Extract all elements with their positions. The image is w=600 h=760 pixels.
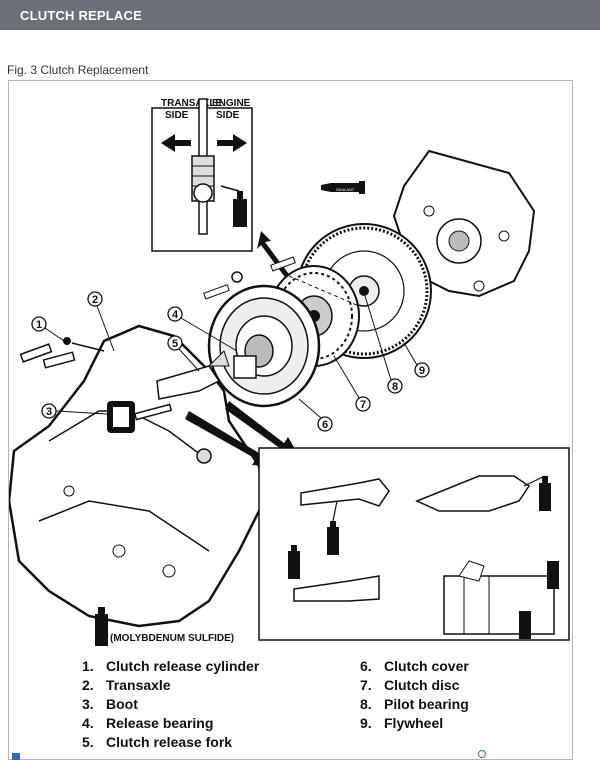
callout-4: 4	[172, 309, 179, 321]
sealant-label: SEALANT	[336, 187, 355, 192]
clutch-diagram: TRANSAXLE SIDE ENGINE SIDE SEA	[8, 80, 573, 760]
legend-item: 9.Flywheel	[360, 715, 444, 731]
inset-pointer-arrow	[257, 231, 294, 284]
callout-2: 2	[92, 294, 98, 306]
boot	[107, 401, 173, 433]
legend-item: 5.Clutch release fork	[82, 734, 233, 750]
clutch-cover	[207, 284, 321, 408]
transaxle-case	[9, 324, 266, 628]
callout-1: 1	[36, 319, 42, 331]
bolts	[203, 256, 360, 307]
sealant-tube: SEALANT	[321, 181, 365, 194]
callout-3: 3	[46, 406, 52, 418]
lubrication-detail-box	[258, 447, 570, 641]
bottom-toolbar	[0, 748, 575, 760]
engine-side-label-2: SIDE	[216, 110, 240, 121]
callout-8: 8	[392, 381, 398, 393]
callout-9: 9	[419, 365, 425, 377]
legend-item: 2.Transaxle	[82, 677, 171, 693]
callout-5: 5	[172, 338, 178, 350]
callout-6: 6	[322, 419, 328, 431]
zoom-icon[interactable]	[478, 750, 486, 758]
detail-arrow-2	[225, 401, 301, 459]
legend-right: 6.Clutch cover 7.Clutch disc 8.Pilot bea…	[360, 658, 469, 734]
legend-item: 4.Release bearing	[82, 715, 214, 731]
right-arrow-icon	[217, 134, 247, 152]
engine-plate	[392, 149, 536, 298]
callouts: 1 2 3 4 5 6 7 8 9	[31, 291, 430, 432]
diagram-drawing: TRANSAXLE SIDE ENGINE SIDE SEA	[9, 98, 570, 646]
figure-caption: Fig. 3 Clutch Replacement	[7, 63, 149, 77]
grease-tube-icon	[95, 614, 108, 646]
legend-item: 7.Clutch disc	[360, 677, 460, 693]
lubricant-legend: (MOLYBDENUM SULFIDE)	[95, 607, 234, 646]
grease-tube-icon	[233, 199, 247, 227]
detail-arrow-1	[185, 411, 277, 467]
page-header: CLUTCH REPLACE	[0, 0, 600, 30]
inset-release-bearing-box: TRANSAXLE SIDE ENGINE SIDE	[151, 98, 253, 252]
engine-side-label-1: ENGINE	[212, 98, 251, 109]
callout-7: 7	[360, 399, 366, 411]
transaxle-side-label-1: TRANSAXLE	[161, 98, 222, 109]
left-arrow-icon	[161, 134, 191, 152]
legend-item: 1.Clutch release cylinder	[82, 658, 260, 674]
legend-item: 6.Clutch cover	[360, 658, 469, 674]
legend-item: 8.Pilot bearing	[360, 696, 469, 712]
lubricant-note: (MOLYBDENUM SULFIDE)	[110, 633, 234, 644]
list-icon	[12, 753, 20, 760]
release-fork	[156, 350, 230, 400]
legend-item: 3.Boot	[82, 696, 138, 712]
transaxle-side-label-2: SIDE	[165, 110, 189, 121]
page-title: CLUTCH REPLACE	[20, 8, 142, 23]
legend-left: 1.Clutch release cylinder 2.Transaxle 3.…	[82, 658, 259, 753]
release-cylinder	[19, 337, 105, 369]
